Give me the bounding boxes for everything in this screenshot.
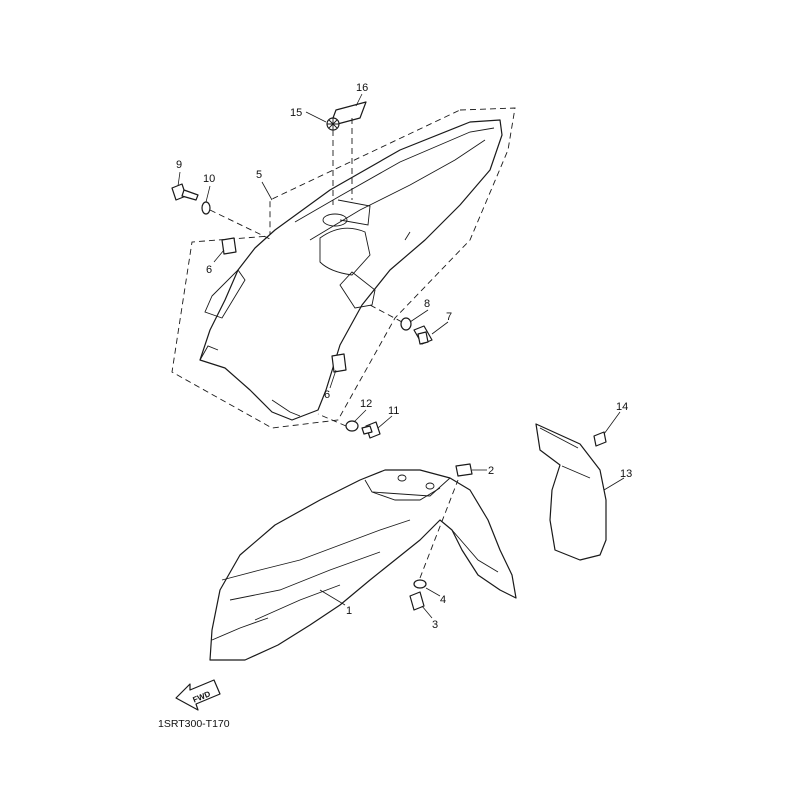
callout-6-upper: 6 <box>206 264 212 276</box>
grommet[interactable] <box>455 463 473 477</box>
leader-13 <box>603 477 625 491</box>
forward-arrow-icon: FWD <box>175 679 221 711</box>
callout-5: 5 <box>256 169 262 181</box>
leader-14 <box>603 411 621 435</box>
leader-3 <box>421 605 433 619</box>
callout-16: 16 <box>356 82 368 94</box>
callout-1: 1 <box>346 605 352 617</box>
leader-4 <box>425 587 441 597</box>
bolt-front[interactable] <box>409 591 425 611</box>
leader-6b <box>329 369 337 389</box>
leader-6a <box>213 249 225 263</box>
leader-8 <box>409 309 429 323</box>
collar[interactable] <box>345 420 359 432</box>
mud-flap[interactable] <box>535 423 607 561</box>
rear-fender[interactable] <box>199 119 503 421</box>
callout-15: 15 <box>290 107 302 119</box>
rivet-fastener[interactable] <box>326 117 340 131</box>
leader-9 <box>177 171 181 187</box>
callout-3: 3 <box>432 619 438 631</box>
front-fender[interactable] <box>209 469 517 661</box>
bolt-bottom[interactable] <box>361 421 381 439</box>
screw[interactable] <box>593 431 607 447</box>
callout-10: 10 <box>203 173 215 185</box>
leader-12 <box>353 409 367 423</box>
bolt-right-guideline <box>369 304 403 323</box>
washer-right[interactable] <box>400 317 412 331</box>
callout-2: 2 <box>488 465 494 477</box>
bolt-right[interactable] <box>413 325 433 345</box>
callout-14: 14 <box>616 401 628 413</box>
leader-16 <box>355 93 363 107</box>
leader-7 <box>431 321 449 335</box>
leader-1 <box>319 589 346 606</box>
callout-7: 7 <box>446 311 452 323</box>
callout-12: 12 <box>360 398 372 410</box>
bolt-front-guideline <box>419 479 459 579</box>
callout-11: 11 <box>388 405 399 417</box>
callout-13: 13 <box>620 468 632 480</box>
callout-6-lower: 6 <box>324 389 330 401</box>
clip-nut-upper[interactable] <box>221 237 237 255</box>
clip-nut-lower[interactable] <box>331 353 347 373</box>
diagram-code: 1SRT300-T170 <box>158 718 230 730</box>
leader-15 <box>305 111 327 123</box>
rear-fender-group-outline <box>171 107 516 429</box>
callout-8: 8 <box>424 298 430 310</box>
washer-front[interactable] <box>413 579 427 589</box>
bolt-bottom-guideline <box>317 413 347 427</box>
leader-10 <box>205 185 211 203</box>
callout-9: 9 <box>176 159 182 171</box>
bolt-upper-left[interactable] <box>171 183 199 201</box>
leader-11 <box>377 415 393 429</box>
washer-upper-left[interactable] <box>201 201 211 215</box>
callout-4: 4 <box>440 594 446 606</box>
leader-5 <box>261 181 273 201</box>
bolt-upper-left-guideline <box>209 209 273 241</box>
